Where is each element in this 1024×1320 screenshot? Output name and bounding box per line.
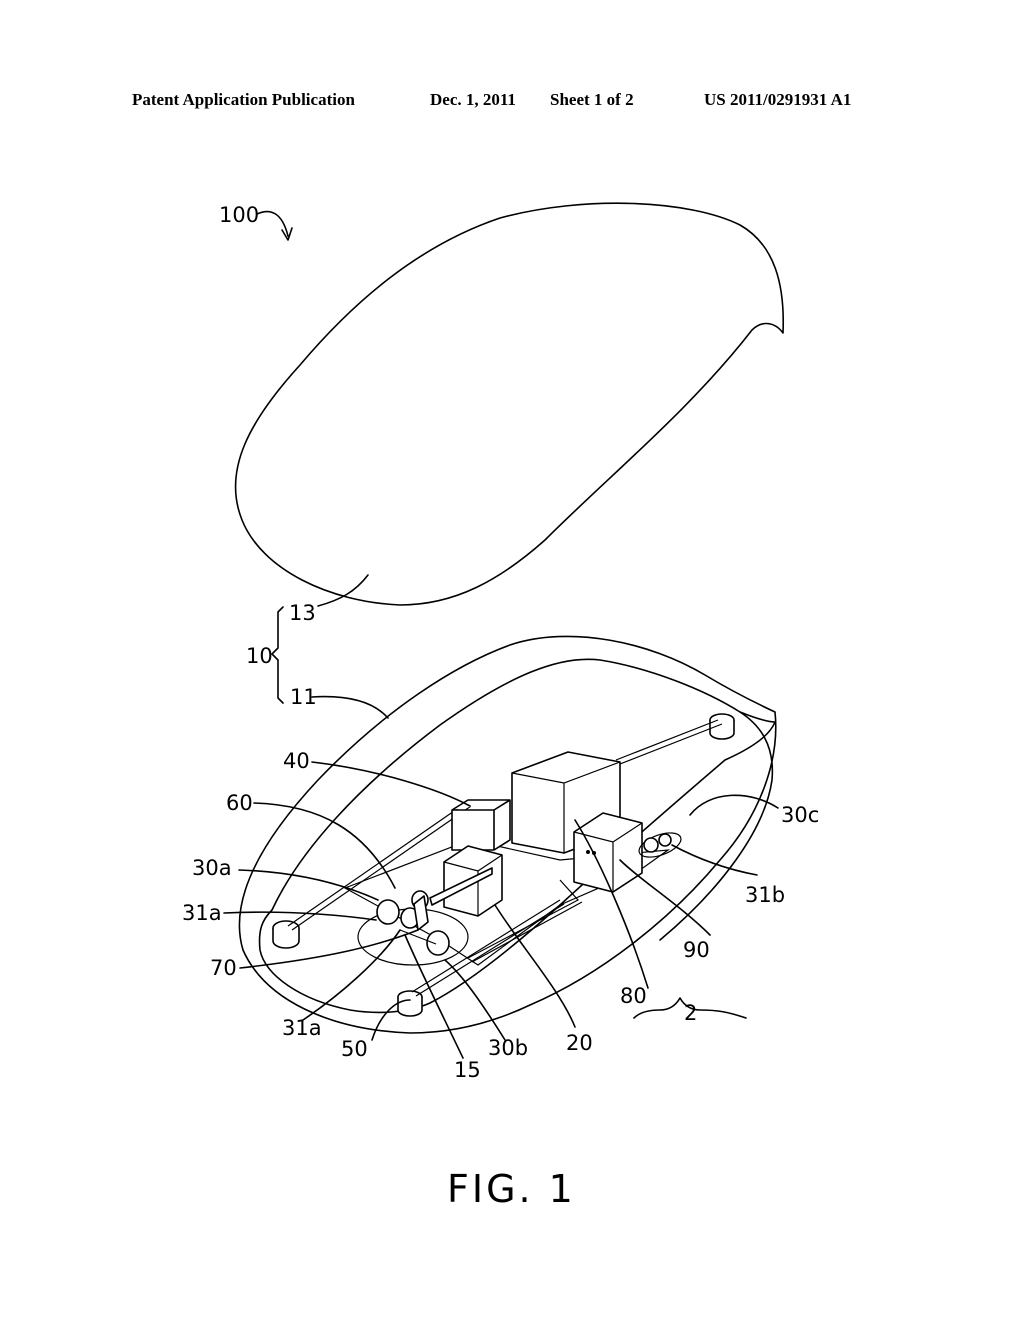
sheet-number: Sheet 1 of 2 <box>550 90 634 109</box>
label-70: 70 <box>210 956 237 980</box>
label-2: 2 <box>684 1001 697 1025</box>
bottom-shell-inner-rim <box>258 658 776 1014</box>
leader-lines <box>223 210 779 1059</box>
label-60: 60 <box>226 791 253 815</box>
label-31a-upper: 31a <box>182 901 222 925</box>
label-15: 15 <box>454 1058 481 1082</box>
label-50: 50 <box>341 1037 368 1061</box>
figure-caption: FIG. 1 <box>447 1167 576 1211</box>
label-90: 90 <box>683 938 710 962</box>
mounting-posts <box>272 713 735 1017</box>
box-90 <box>573 812 643 893</box>
label-11: 11 <box>290 685 317 709</box>
block-40 <box>451 799 511 851</box>
publication-date: Dec. 1, 2011 <box>430 90 516 109</box>
label-30c: 30c <box>781 803 819 827</box>
label-30a: 30a <box>192 856 232 880</box>
publication-title: Patent Application Publication <box>132 90 355 109</box>
bottom-shell-outline <box>238 635 777 1034</box>
page-header: Patent Application Publication Dec. 1, 2… <box>0 90 1024 114</box>
label-31b: 31b <box>745 883 785 907</box>
label-80: 80 <box>620 984 647 1008</box>
roller-assembly <box>376 890 450 956</box>
roller-30c <box>638 832 682 858</box>
bottom-shell-side-wall <box>659 711 774 941</box>
shaft <box>429 867 493 906</box>
top-cover-outline <box>234 202 785 606</box>
label-31a-lower: 31a <box>282 1016 322 1040</box>
label-13: 13 <box>289 601 316 625</box>
label-100: 100 <box>219 203 259 227</box>
patent-number: US 2011/0291931 A1 <box>704 90 852 109</box>
label-20: 20 <box>566 1031 593 1055</box>
label-40: 40 <box>283 749 310 773</box>
label-10: 10 <box>246 644 273 668</box>
label-30b: 30b <box>488 1036 528 1060</box>
